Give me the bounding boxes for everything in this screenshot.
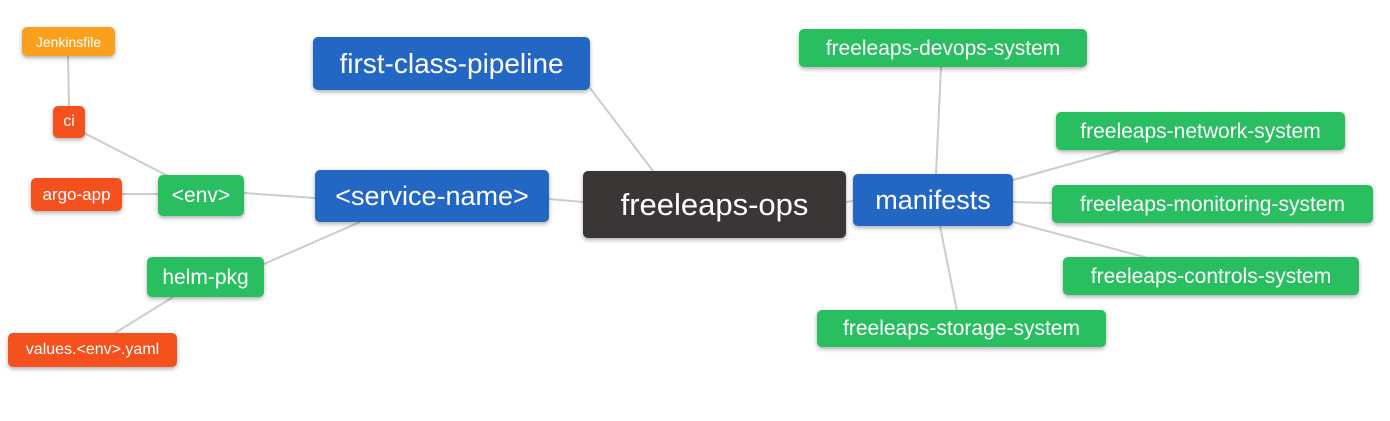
node-freeleaps-network-system[interactable]: freeleaps-network-system <box>1056 112 1345 150</box>
node-label: freeleaps-storage-system <box>843 317 1080 340</box>
edge-ci-to-env <box>83 132 171 178</box>
edge-service-name-to-freeleaps-ops <box>548 198 584 203</box>
node-freeleaps-devops-system[interactable]: freeleaps-devops-system <box>799 29 1087 67</box>
node-label: freeleaps-monitoring-system <box>1080 192 1345 216</box>
node-service-name[interactable]: <service-name> <box>315 170 549 222</box>
edge-helm-pkg-to-values-env-yaml <box>114 296 174 334</box>
node-freeleaps-ops[interactable]: freeleaps-ops <box>583 171 846 238</box>
edge-jenkinsfile-to-ci <box>67 55 70 107</box>
node-freeleaps-storage-system[interactable]: freeleaps-storage-system <box>817 310 1106 347</box>
node-label: freeleaps-ops <box>620 187 809 222</box>
node-label: argo-app <box>42 185 111 204</box>
node-jenkinsfile[interactable]: Jenkinsfile <box>22 27 115 56</box>
node-label: values.<env>.yaml <box>25 341 160 358</box>
node-label: manifests <box>875 184 991 215</box>
node-first-class-pipeline[interactable]: first-class-pipeline <box>313 37 590 90</box>
node-label: Jenkinsfile <box>35 33 102 50</box>
node-label: ci <box>63 113 75 130</box>
node-freeleaps-controls-system[interactable]: freeleaps-controls-system <box>1063 257 1359 295</box>
edge-manifests-to-freeleaps-monitoring-system <box>1012 201 1053 204</box>
edge-manifests-to-freeleaps-devops-system <box>935 66 942 175</box>
edge-manifests-to-freeleaps-storage-system <box>939 225 958 312</box>
node-label: freeleaps-devops-system <box>825 36 1061 60</box>
node-label: first-class-pipeline <box>339 47 564 79</box>
node-ci[interactable]: ci <box>53 106 85 138</box>
edge-helm-pkg-to-service-name <box>263 221 361 265</box>
edge-manifests-to-freeleaps-network-system <box>1012 149 1121 181</box>
node-values-env-yaml[interactable]: values.<env>.yaml <box>8 333 177 367</box>
node-label: freeleaps-network-system <box>1080 119 1321 143</box>
node-argo-app[interactable]: argo-app <box>31 178 122 211</box>
node-env[interactable]: <env> <box>158 175 244 216</box>
edge-first-class-pipeline-to-freeleaps-ops <box>589 87 654 172</box>
edge-manifests-to-freeleaps-controls-system <box>1012 221 1149 259</box>
node-freeleaps-monitoring-system[interactable]: freeleaps-monitoring-system <box>1052 185 1373 223</box>
node-label: <env> <box>171 184 231 207</box>
node-label: helm-pkg <box>162 265 249 289</box>
node-label: freeleaps-controls-system <box>1090 264 1332 288</box>
node-helm-pkg[interactable]: helm-pkg <box>147 257 264 297</box>
edge-env-to-service-name <box>243 192 316 199</box>
node-manifests[interactable]: manifests <box>853 174 1013 226</box>
node-label: <service-name> <box>335 180 529 211</box>
edge-freeleaps-ops-to-manifests <box>845 200 854 203</box>
